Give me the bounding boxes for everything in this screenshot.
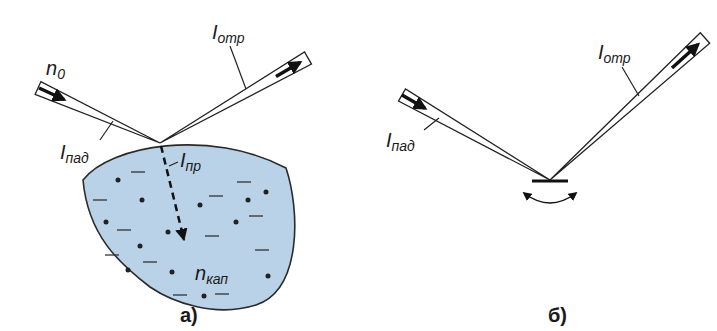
particle-dot (198, 203, 203, 208)
reflected-intensity-label: Iотр (212, 20, 245, 44)
beam-arrow (276, 63, 300, 77)
rotation-arrow (524, 193, 576, 203)
particle-dot (104, 220, 109, 225)
caption-letter: б) (548, 303, 567, 327)
liquid-dash (255, 249, 269, 250)
particle-dot (266, 274, 271, 279)
capillary-outline (80, 128, 305, 323)
leader-line (230, 46, 246, 89)
caption-letter: а) (180, 303, 198, 327)
particle-dot (126, 268, 131, 273)
liquid-dash (105, 254, 119, 255)
liquid-dash (117, 229, 131, 230)
particle-dot (202, 294, 207, 299)
leader-line (424, 118, 439, 130)
liquid-dash (205, 235, 219, 236)
incident-intensity-label: Iпад (386, 128, 415, 152)
liquid-dash (237, 181, 251, 182)
refractive-index-label: n0 (46, 56, 65, 80)
particle-dot (234, 220, 239, 225)
refractive-index-label: nкап (195, 261, 228, 285)
reflected-beam (550, 33, 710, 180)
capillary-fill (83, 145, 295, 310)
incident-intensity-label: Iпад (60, 140, 89, 164)
particle-dot (264, 190, 269, 195)
beam-arrow (39, 88, 64, 100)
particle-dot (166, 230, 171, 235)
incident-beam (399, 89, 551, 180)
capillary-body: Iпр nкап (80, 128, 305, 323)
beam-arrow (672, 45, 698, 69)
incident-beam (35, 82, 160, 143)
mirror-surface (532, 180, 568, 183)
liquid-dash (215, 293, 229, 294)
particle-dot (140, 198, 145, 203)
liquid-dash (173, 294, 187, 295)
liquid-dash (143, 261, 157, 262)
beam-arrow (402, 95, 425, 108)
particle-dot (116, 178, 121, 183)
leader-line (100, 121, 113, 140)
particle-dot (170, 270, 175, 275)
liquid-dash (249, 215, 263, 216)
particle-dot (246, 198, 251, 203)
leader-line (169, 162, 178, 166)
liquid-dash (131, 171, 145, 172)
particle-dot (138, 244, 143, 249)
liquid-dash (209, 195, 223, 196)
reflected-intensity-label: Iотр (598, 40, 631, 64)
reflected-beam (160, 52, 312, 143)
liquid-dash (93, 199, 107, 200)
refracted-intensity-label: Iпр (180, 148, 201, 172)
leader-line (622, 67, 639, 96)
